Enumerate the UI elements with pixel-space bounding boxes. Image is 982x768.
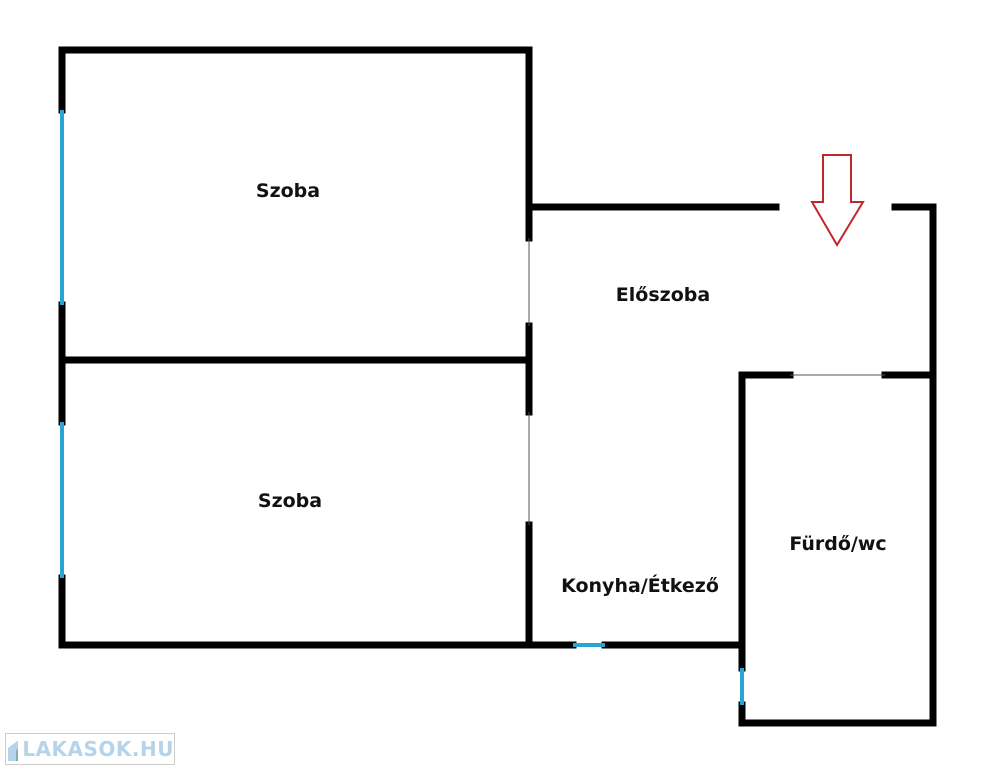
wall-outer bbox=[58, 46, 937, 727]
walls bbox=[58, 46, 937, 727]
windows bbox=[60, 110, 744, 705]
wall-top-room bbox=[58, 46, 533, 242]
door-openings bbox=[528, 238, 885, 525]
room-label-furdo: Fürdő/wc bbox=[789, 533, 887, 555]
room-label-szoba-2: Szoba bbox=[257, 490, 323, 512]
watermark-logo: LAKASOK.HU bbox=[5, 733, 175, 765]
room-label-eloszoba: Előszoba bbox=[615, 284, 711, 306]
entrance-arrow-icon bbox=[810, 154, 865, 247]
room-label-konyha: Konyha/Étkező bbox=[561, 575, 719, 597]
wall-bathroom bbox=[738, 371, 937, 649]
house-icon bbox=[8, 740, 19, 761]
watermark-text: LAKASOK.HU bbox=[22, 737, 174, 761]
room-label-szoba-1: Szoba bbox=[255, 180, 321, 202]
